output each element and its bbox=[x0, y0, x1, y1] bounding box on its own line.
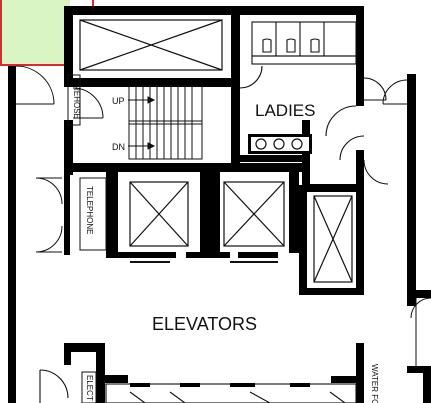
shaft-top bbox=[79, 19, 223, 71]
firehose-label: FIREHOSE bbox=[72, 78, 81, 119]
stairs bbox=[128, 85, 203, 160]
elevator-shaft-1 bbox=[129, 181, 189, 247]
ladies-restroom bbox=[239, 21, 387, 161]
walls bbox=[8, 6, 431, 403]
water-fountain-label: WATER FO bbox=[370, 364, 379, 403]
stair-down-label: DN bbox=[112, 142, 125, 152]
right-doors bbox=[363, 79, 431, 366]
elevator-shaft-2 bbox=[223, 181, 285, 247]
elevator-shaft-3 bbox=[313, 195, 353, 283]
elect-closet bbox=[81, 371, 97, 403]
ladies-sinks bbox=[248, 134, 312, 154]
stair-up-label: UP bbox=[112, 96, 125, 106]
telephone-alcove bbox=[35, 177, 107, 253]
firehose-door bbox=[15, 65, 104, 126]
telephone-label: TELEPHONE bbox=[85, 186, 94, 234]
highlighted-room bbox=[0, 0, 94, 66]
elevators-label: ELEVATORS bbox=[152, 314, 257, 334]
ladies-label: LADIES bbox=[255, 101, 315, 120]
elect-label: ELECT bbox=[85, 375, 94, 401]
